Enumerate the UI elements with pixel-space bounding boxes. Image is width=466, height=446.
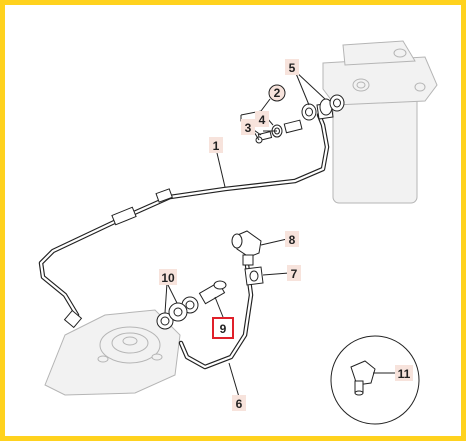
callout-9-label: 9 [220, 322, 227, 336]
filter-housing-ghost [322, 40, 438, 204]
callout-2-label: 2 [274, 86, 281, 100]
callout-7-label: 7 [291, 267, 298, 281]
callout-10-label: 10 [161, 271, 175, 285]
callout-5[interactable]: 5 [285, 59, 299, 75]
callout-1-label: 1 [213, 139, 220, 153]
callout-4-label: 4 [259, 113, 266, 127]
callout-2[interactable]: 2 [268, 84, 286, 102]
callout-3[interactable]: 3 [241, 119, 255, 135]
callout-3-label: 3 [245, 121, 252, 135]
callout-6[interactable]: 6 [232, 395, 246, 411]
detail-inset-11 [330, 335, 420, 425]
banjo-bolt-9[interactable] [198, 280, 227, 305]
callout-11[interactable]: 11 [395, 365, 413, 381]
callout-5-label: 5 [289, 61, 296, 75]
pump-housing-ghost [44, 309, 181, 396]
callout-4[interactable]: 4 [255, 111, 269, 127]
sealing-washers-10[interactable] [156, 296, 199, 330]
callout-1[interactable]: 1 [209, 137, 223, 153]
callout-8[interactable]: 8 [285, 231, 299, 247]
callout-7[interactable]: 7 [287, 265, 301, 281]
callout-11-label: 11 [398, 367, 411, 381]
callout-10[interactable]: 10 [159, 269, 177, 285]
fuel-pipe-1[interactable] [38, 102, 334, 329]
callout-8-label: 8 [289, 233, 296, 247]
adapter-7[interactable] [244, 266, 264, 286]
callout-6-label: 6 [236, 397, 243, 411]
callout-9-selected[interactable]: 9 [212, 317, 234, 339]
banjo-assembly[interactable] [255, 94, 345, 144]
elbow-fitting-8[interactable] [231, 230, 262, 266]
fuel-hose-6[interactable] [178, 262, 254, 370]
exploded-parts-diagram: 1 2 3 4 5 6 7 8 9 10 11 [38, 40, 438, 425]
